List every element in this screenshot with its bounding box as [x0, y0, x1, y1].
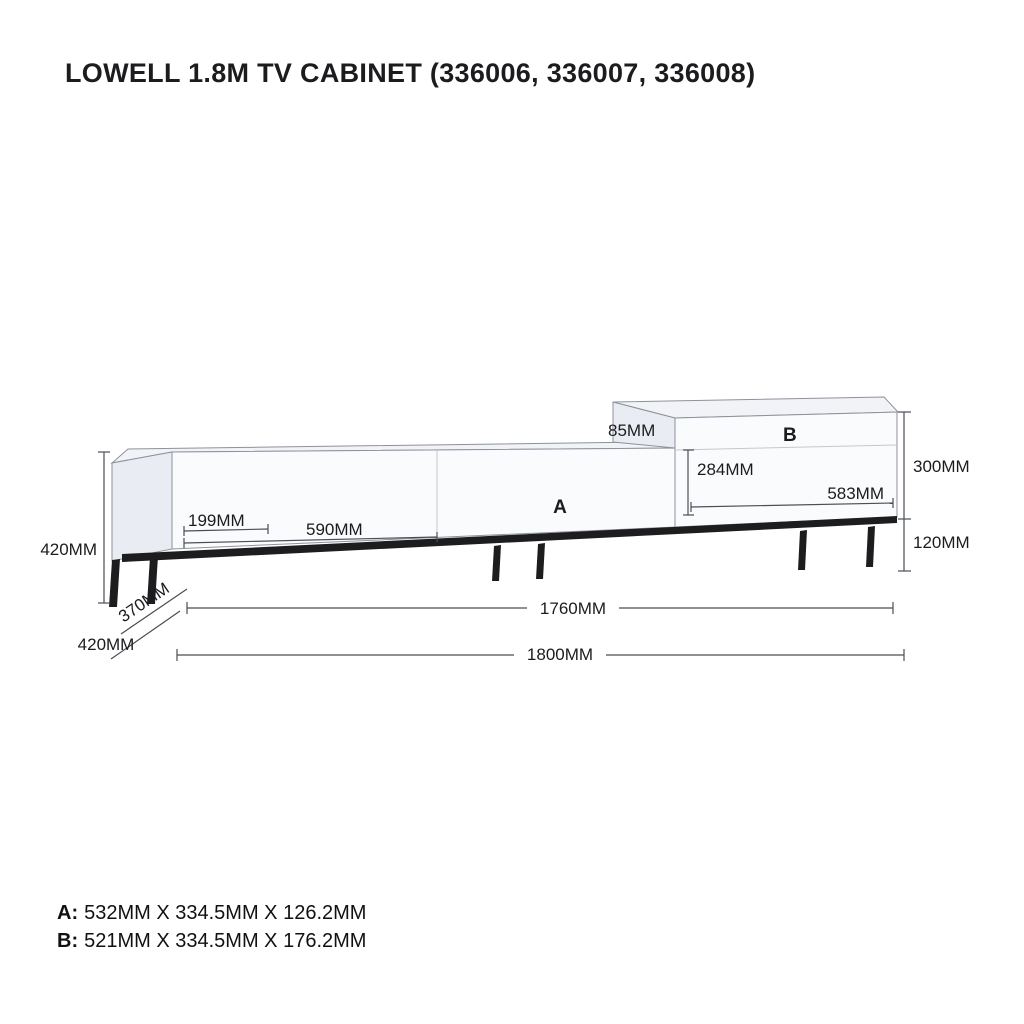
section-a-label: A [553, 497, 567, 518]
dim-120-label: 120MM [913, 533, 970, 552]
dim-a-199: 199MM [183, 511, 269, 536]
dim-total-width: 1800MM [176, 645, 905, 665]
dim-199-label: 199MM [188, 511, 245, 530]
section-a-left-face [111, 451, 173, 562]
dim-b-583: 583MM [690, 484, 894, 512]
dim-1760-label: 1760MM [540, 599, 606, 618]
leg-right-1 [798, 530, 807, 570]
spec-line-b: B:521MM X 334.5MM X 176.2MM [57, 927, 366, 955]
dim-590-label: 590MM [306, 520, 363, 539]
page-title: LOWELL 1.8M TV CABINET (336006, 336007, … [65, 58, 756, 88]
section-b-label: B [783, 425, 797, 446]
dim-284-label: 284MM [697, 460, 754, 479]
spec-a-label: A: [57, 902, 79, 924]
dim-583-label: 583MM [827, 484, 884, 503]
product-specs: A:532MM X 334.5MM X 126.2MM B:521MM X 33… [57, 899, 366, 955]
spec-line-a: A:532MM X 334.5MM X 126.2MM [57, 899, 366, 927]
dim-b-height: 300MM [898, 411, 970, 520]
dim-total-depth: 420MM [78, 610, 181, 660]
dim-frame-width: 1760MM [186, 598, 894, 618]
leg-mid-2 [536, 543, 545, 579]
base-rail [122, 516, 897, 562]
dim-420-depth-label: 420MM [78, 635, 135, 654]
leg-mid-1 [492, 545, 501, 581]
cabinet-section-a [110, 441, 677, 562]
dim-1800-label: 1800MM [527, 645, 593, 664]
dim-420-height-label: 420MM [40, 540, 97, 559]
cabinet-section-b [612, 396, 900, 528]
legs [109, 516, 897, 607]
dim-leg-height: 120MM [898, 519, 970, 572]
leg-front-left [147, 556, 158, 604]
spec-b-value: 521MM X 334.5MM X 176.2MM [84, 930, 367, 952]
dim-a-590: 590MM [183, 520, 438, 548]
spec-b-label: B: [57, 930, 79, 952]
spec-a-value: 532MM X 334.5MM X 126.2MM [84, 902, 367, 924]
leg-right-2 [866, 526, 875, 567]
leg-back-left [109, 559, 120, 607]
dim-total-height: 420MM [40, 451, 110, 604]
dim-85-label: 85MM [608, 421, 655, 440]
dim-1800-label-bg [514, 645, 606, 665]
section-b-drawer-seam [674, 444, 898, 451]
dim-300-label: 300MM [913, 457, 970, 476]
dim-b-284: 284MM [683, 449, 754, 516]
dim-1760-label-bg [527, 598, 619, 618]
dim-frame-depth: 370MM [115, 579, 188, 635]
